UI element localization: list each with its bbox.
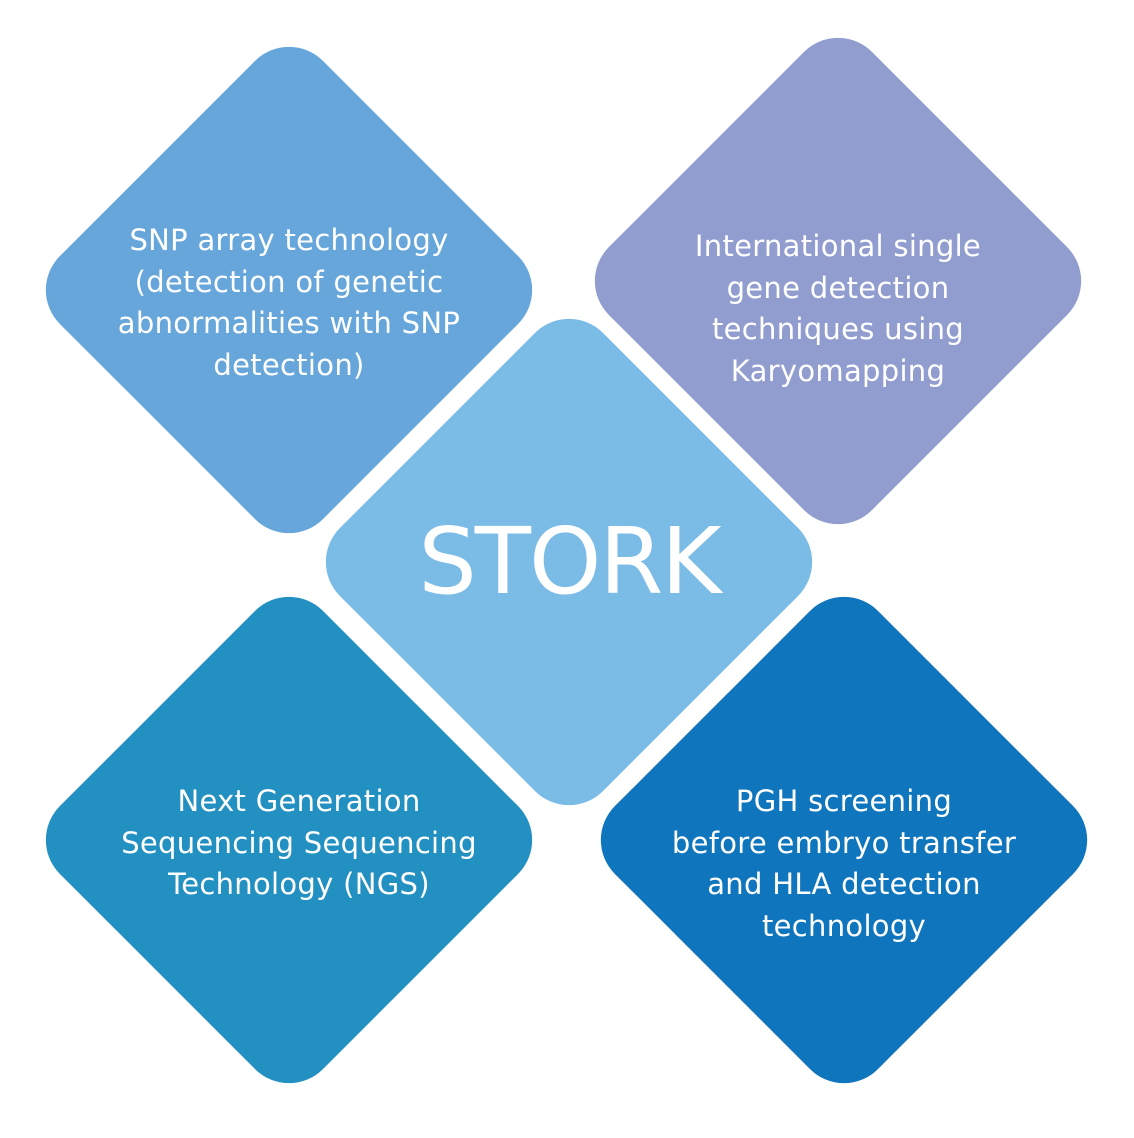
center-title: STORK [418,508,721,615]
label-bottom-right: PGH screening before embryo transfer and… [671,784,1017,943]
label-top-left: SNP array technology (detection of genet… [117,223,461,382]
label-top-right: International single gene detection tech… [694,229,982,388]
label-bottom-left: Next Generation Sequencing Sequencing Te… [121,784,477,901]
